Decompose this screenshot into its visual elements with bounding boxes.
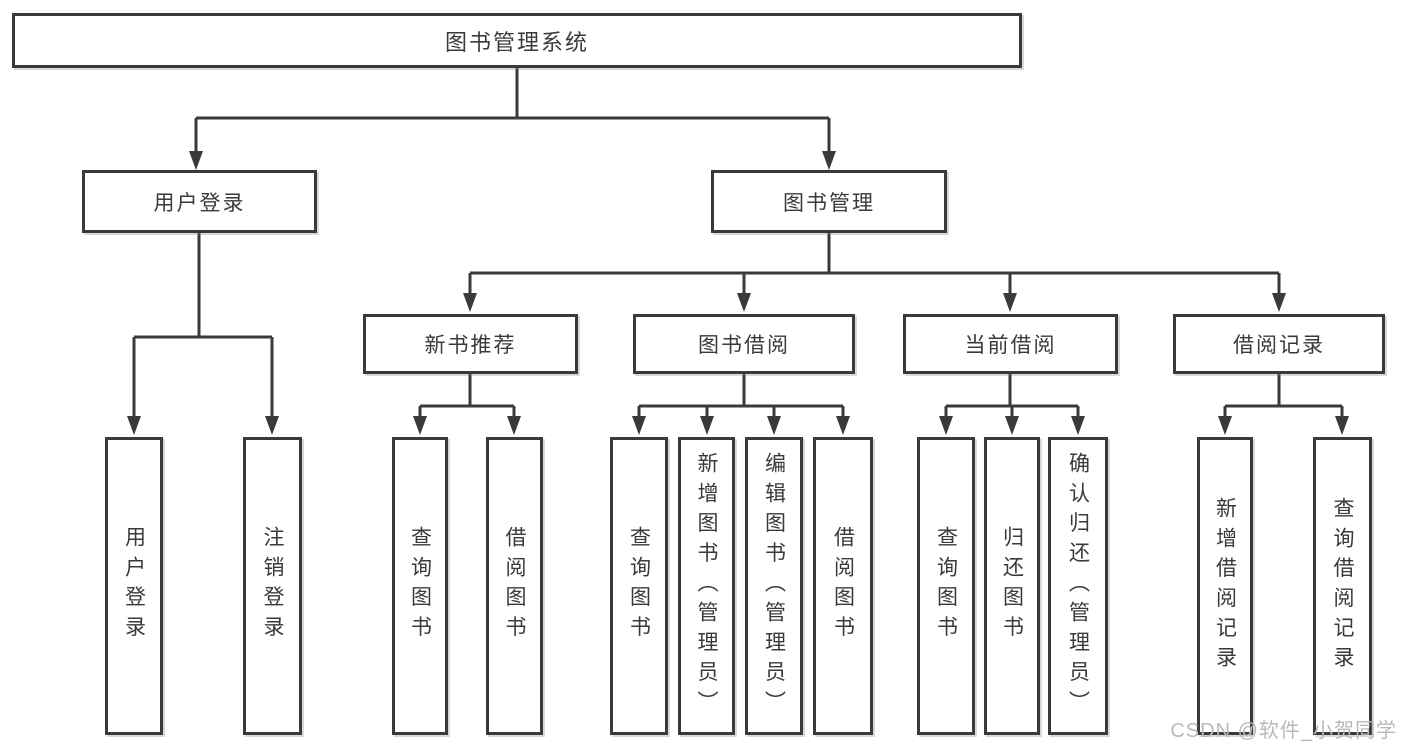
node-new-book-recommendation: 新书推荐 xyxy=(363,314,578,374)
node-library-management-system: 图书管理系统 xyxy=(12,13,1022,68)
node-label: 新书推荐 xyxy=(424,334,517,357)
node-label: 图书管理系统 xyxy=(444,29,589,55)
node-book-borrowing: 图书借阅 xyxy=(633,314,855,374)
connector-root-to-level2 xyxy=(189,68,836,170)
leaf-label: 编辑图书（管理员） xyxy=(762,451,786,721)
leaf-label: 注销登录 xyxy=(261,526,284,646)
leaf-label: 查询图书 xyxy=(934,526,958,646)
leaf-label: 新增图书（管理员） xyxy=(695,451,718,721)
connector-current-to-leaves xyxy=(939,374,1085,435)
leaf-user-login: 用户登录 xyxy=(105,437,163,735)
connector-borrow-to-leaves xyxy=(632,374,850,435)
connector-records-to-leaves xyxy=(1218,374,1349,435)
leaf-label: 查询图书 xyxy=(408,526,432,646)
node-label: 用户登录 xyxy=(153,191,246,215)
leaf-label: 新增借阅记录 xyxy=(1213,496,1237,676)
leaf-return-books: 归还图书 xyxy=(984,437,1040,735)
leaf-borrow-books-recommend: 借阅图书 xyxy=(486,437,543,735)
node-current-borrowing: 当前借阅 xyxy=(903,314,1118,374)
connector-userlogin-to-leaves xyxy=(127,233,279,435)
leaf-query-borrow-record: 查询借阅记录 xyxy=(1313,437,1372,735)
node-book-management: 图书管理 xyxy=(711,170,947,233)
leaf-add-books-admin: 新增图书（管理员） xyxy=(678,437,735,735)
leaf-borrow-books: 借阅图书 xyxy=(813,437,873,735)
node-label: 图书管理 xyxy=(783,191,875,215)
leaf-label: 查询图书 xyxy=(627,526,651,646)
leaf-edit-books-admin: 编辑图书（管理员） xyxy=(745,437,803,735)
leaf-label: 借阅图书 xyxy=(503,526,526,646)
leaf-label: 用户登录 xyxy=(122,526,146,646)
leaf-label: 查询借阅记录 xyxy=(1331,496,1354,676)
node-borrowing-records: 借阅记录 xyxy=(1173,314,1385,374)
leaf-query-books-recommend: 查询图书 xyxy=(392,437,448,735)
leaf-query-books-borrow: 查询图书 xyxy=(610,437,668,735)
connector-newbook-to-leaves xyxy=(413,374,521,435)
leaf-label: 归还图书 xyxy=(1000,526,1024,646)
leaf-label: 确认归还（管理员） xyxy=(1066,451,1090,721)
node-label: 图书借阅 xyxy=(698,334,790,357)
node-label: 借阅记录 xyxy=(1233,334,1325,357)
node-label: 当前借阅 xyxy=(964,334,1057,357)
leaf-logout: 注销登录 xyxy=(243,437,302,735)
leaf-label: 借阅图书 xyxy=(831,526,855,646)
connector-bookmgmt-to-level3 xyxy=(463,233,1286,312)
csdn-watermark: CSDN @软件_小贺同学 xyxy=(1170,720,1397,742)
leaf-confirm-return-admin: 确认归还（管理员） xyxy=(1048,437,1108,735)
node-user-login: 用户登录 xyxy=(82,170,317,233)
leaf-query-books-current: 查询图书 xyxy=(917,437,975,735)
leaf-add-borrow-record: 新增借阅记录 xyxy=(1197,437,1253,735)
